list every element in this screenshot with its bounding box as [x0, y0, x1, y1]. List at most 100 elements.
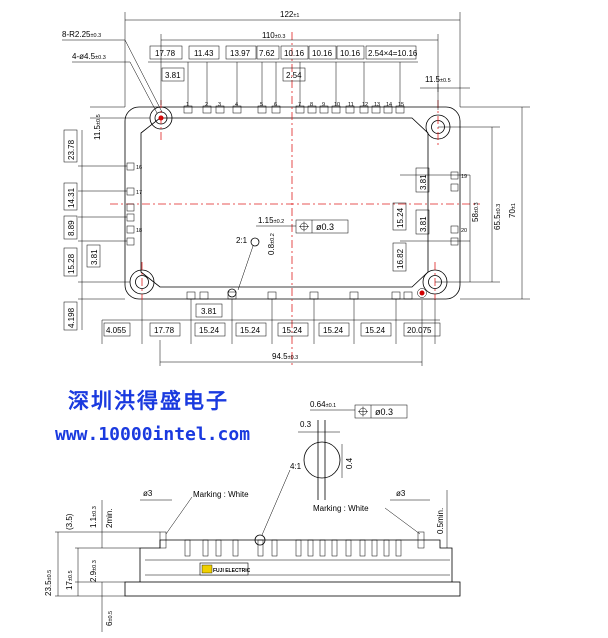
leader-detail — [261, 469, 291, 536]
dim-left-top: 11.5±0.5 — [93, 114, 102, 140]
side-height-29: 2.9±0.3 — [89, 560, 98, 582]
company-url[interactable]: www.10000intel.com — [55, 424, 251, 445]
side-pins — [159, 531, 425, 557]
company-name: 深圳洪得盛电子 — [68, 388, 229, 413]
marking-left: Marking : White — [193, 490, 249, 499]
bottom-pitch: 15.24 — [365, 326, 386, 335]
side-height-35: (3.5) — [65, 513, 74, 530]
pin-detail-leader — [237, 245, 254, 291]
top-pitch: 13.97 — [230, 49, 251, 58]
right-dim: 3.81 — [419, 174, 428, 190]
dim-box — [256, 45, 280, 60]
position-tolerance-frame — [295, 219, 349, 234]
pin-left — [126, 225, 135, 234]
side-pin — [184, 539, 191, 557]
right-dim: 15.24 — [396, 207, 405, 228]
left-small-dim: 3.81 — [90, 249, 99, 265]
bottom-pitch: 17.78 — [154, 326, 175, 335]
pin-detail-mark — [250, 237, 260, 247]
pin-bottom — [309, 291, 319, 300]
side-pin — [383, 539, 390, 557]
left-dim: 4.198 — [67, 307, 76, 328]
bottom-pitch: 15.24 — [323, 326, 344, 335]
left-dim: 15.28 — [67, 253, 76, 274]
top-small-pitch-b: 2.54 — [286, 71, 302, 80]
dim-box — [188, 45, 220, 60]
pin-number: 3 — [218, 102, 221, 108]
marking-right: Marking : White — [313, 504, 369, 513]
dim-box — [392, 202, 407, 231]
dim-box — [392, 242, 407, 272]
side-pin — [159, 531, 167, 549]
dim-box — [282, 67, 306, 82]
pin-left — [126, 203, 135, 212]
pin-number: 7 — [298, 102, 301, 108]
dim-box — [149, 322, 181, 337]
top-pitch: 7.62 — [259, 49, 275, 58]
brand-logo-icon — [201, 564, 213, 574]
dim-mount-pitch: 110±0.3 — [262, 31, 285, 40]
dim-box — [280, 45, 309, 60]
detail-length: 0.4 — [345, 457, 354, 469]
leader-holes — [129, 61, 158, 114]
side-pin — [295, 539, 302, 557]
detail-scale: 4:1 — [290, 462, 302, 471]
bottom-pitch: 20.075 — [407, 326, 432, 335]
pin-number: 4 — [235, 102, 238, 108]
detail-position-tolerance: ø0.3 — [375, 407, 393, 417]
position-tolerance: ø0.3 — [316, 222, 334, 232]
dim-box — [318, 322, 350, 337]
pin-left — [126, 213, 135, 222]
dim-overall-width: 122±1 — [280, 10, 299, 19]
pin-top — [307, 105, 317, 114]
pin-top — [345, 105, 355, 114]
top-pitch: 10.16 — [312, 49, 333, 58]
pin-number: 16 — [136, 165, 142, 171]
leader-marking-left — [165, 496, 193, 535]
inner-case — [140, 117, 429, 288]
dim-height-70: 70±1 — [508, 203, 517, 218]
pin-number: 10 — [334, 102, 340, 108]
dim-box — [63, 301, 78, 331]
side-pin — [331, 539, 338, 557]
dim-box — [149, 45, 183, 60]
dim-box — [360, 322, 392, 337]
pin-number: 14 — [386, 102, 392, 108]
dia-left: ø3 — [143, 489, 153, 498]
right-dim: 16.82 — [396, 248, 405, 269]
top-pitch: 2.54×4=10.16 — [368, 49, 418, 58]
side-height-11: 1.1±0.3 — [89, 506, 98, 528]
dim-box — [336, 45, 365, 60]
pin-number: 15 — [398, 102, 404, 108]
pin-right — [450, 225, 459, 234]
pin-number: 5 — [260, 102, 263, 108]
dim-box — [277, 322, 309, 337]
side-height-05min: 0.5min. — [436, 508, 445, 534]
right-dim: 3.81 — [419, 216, 428, 232]
dim-box — [308, 45, 337, 60]
dim-height-65: 65.5±0.3 — [493, 204, 502, 230]
dim-right-top: 11.5±0.5 — [425, 75, 451, 84]
side-pin — [371, 539, 378, 557]
detail-thickness: 0.3 — [300, 420, 312, 429]
side-pin — [307, 539, 314, 557]
left-dim: 23.78 — [67, 139, 76, 160]
dim-box — [86, 244, 101, 268]
pin-number: 19 — [461, 174, 467, 180]
pin-bottom — [349, 291, 359, 300]
dim-box — [63, 247, 78, 277]
side-height-17: 17±0.5 — [65, 570, 74, 590]
pin-bottom — [267, 291, 277, 300]
dim-box — [365, 45, 417, 60]
left-dim: 8.89 — [67, 220, 76, 236]
pin-left — [126, 162, 135, 171]
pin-number-labels: 1 2 3 4 5 6 7 8 9 10 11 12 13 14 15 16 1… — [136, 102, 467, 234]
top-pitch: 11.43 — [194, 49, 214, 58]
side-pin — [202, 539, 209, 557]
module-outline — [124, 106, 461, 300]
dim-box — [415, 167, 430, 193]
dim-box — [225, 45, 257, 60]
bottom-small-pitch: 3.81 — [201, 307, 217, 316]
